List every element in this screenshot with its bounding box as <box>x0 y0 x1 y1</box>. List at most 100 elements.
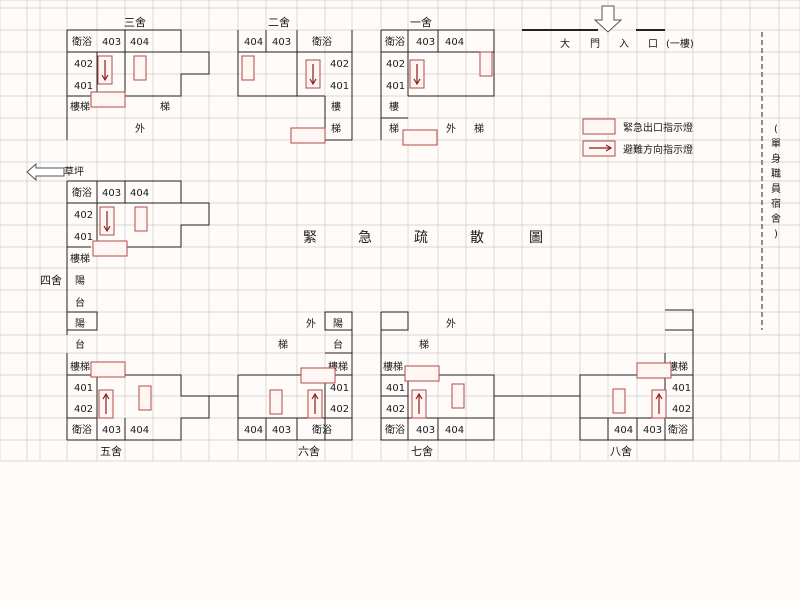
entrance: 大 門 入 口 (一樓) <box>522 5 694 50</box>
legend-exit-swatch <box>582 118 616 135</box>
left-arrow-icon <box>26 162 65 182</box>
room-402: 402 <box>330 59 349 70</box>
balcony-tai: 台 <box>333 338 343 351</box>
bath-label: 衛浴 <box>312 423 332 436</box>
room-404: 404 <box>244 37 263 48</box>
entrance-label-d: 口 <box>648 39 658 50</box>
bath-label: 衛浴 <box>385 423 405 436</box>
exit-sign <box>300 367 336 384</box>
room-402: 402 <box>386 404 405 415</box>
room-401: 401 <box>74 383 93 394</box>
entrance-label-e: (一樓) <box>666 37 694 50</box>
dorm-label-char: 舍 <box>771 212 781 225</box>
room-403: 403 <box>416 37 435 48</box>
room-403: 403 <box>272 37 291 48</box>
dorm-label-char: ( <box>774 124 778 135</box>
dorm-label-char: 員 <box>771 183 781 195</box>
direction-arrow-up <box>411 389 427 419</box>
direction-arrow-down <box>99 206 115 236</box>
building-7: 外 梯 樓梯 401 402 衛浴 403 404 七舍 <box>380 311 522 458</box>
exit-sign <box>138 385 152 411</box>
room-401: 401 <box>386 81 405 92</box>
room-401: 401 <box>330 81 349 92</box>
building-2-label: 二舍 <box>268 15 290 29</box>
exit-sign <box>404 365 440 382</box>
stair-ti-label: 梯 <box>331 122 341 135</box>
balcony-tai: 台 <box>75 296 85 309</box>
balcony-yang: 陽 <box>75 318 85 330</box>
room-403: 403 <box>416 425 435 436</box>
legend-exit-label: 緊急出口指示燈 <box>623 121 693 134</box>
balcony-yang: 陽 <box>75 275 85 287</box>
exit-sign <box>290 127 326 144</box>
exit-sign <box>451 383 465 409</box>
title-char: 急 <box>358 230 372 246</box>
room-404: 404 <box>130 425 149 436</box>
lawn-label: 草坪 <box>64 165 84 178</box>
building-6-label: 六舍 <box>298 444 320 458</box>
room-403: 403 <box>102 425 121 436</box>
stair-lou-label: 樓 <box>331 100 341 113</box>
stair-ti-label: 梯 <box>419 338 429 351</box>
room-402: 402 <box>386 59 405 70</box>
building-4: 衛浴 403 404 402 401 樓梯 四舍 陽 台 <box>40 180 210 335</box>
room-401: 401 <box>672 383 691 394</box>
exit-sign <box>133 55 147 81</box>
room-404: 404 <box>244 425 263 436</box>
dorm-label-char: 單 <box>771 138 781 150</box>
room-402: 402 <box>672 404 691 415</box>
room-402: 402 <box>74 404 93 415</box>
exit-sign <box>402 129 438 146</box>
room-401: 401 <box>330 383 349 394</box>
room-404: 404 <box>445 37 464 48</box>
exit-sign <box>90 91 126 108</box>
room-403: 403 <box>102 188 121 199</box>
direction-arrow-down <box>305 59 321 89</box>
entrance-arrow-icon <box>593 5 623 33</box>
stair-lou-label: 樓 <box>389 100 399 113</box>
bath-label: 衛浴 <box>385 35 405 48</box>
building-3-label: 三舍 <box>124 15 146 29</box>
stair-label: 樓梯 <box>70 252 90 265</box>
stair-ti-label: 梯 <box>160 100 170 113</box>
room-401: 401 <box>386 383 405 394</box>
room-403: 403 <box>643 425 662 436</box>
direction-arrow-up <box>651 389 667 419</box>
direction-arrow-down <box>409 59 425 89</box>
outside-label: 外 <box>446 318 456 330</box>
entrance-label-b: 門 <box>590 38 600 50</box>
stair-ti-label: 梯 <box>389 122 399 135</box>
room-403: 403 <box>102 37 121 48</box>
room-404: 404 <box>130 188 149 199</box>
exit-sign <box>134 206 148 232</box>
bath-label: 衛浴 <box>72 186 92 199</box>
building-3: 三舍 衛浴 403 404 402 401 樓梯 梯 外 <box>66 15 210 140</box>
exit-sign <box>90 361 126 378</box>
bath-label: 衛浴 <box>72 35 92 48</box>
exit-sign <box>269 389 283 415</box>
room-403: 403 <box>272 425 291 436</box>
dorm-label-char: 身 <box>771 152 781 165</box>
room-404: 404 <box>445 425 464 436</box>
exit-sign <box>92 240 128 257</box>
room-401: 401 <box>74 81 93 92</box>
stair-label: 樓梯 <box>668 360 688 373</box>
building-1: 一舍 衛浴 403 404 402 401 樓 梯 外 梯 <box>380 15 495 146</box>
bath-label: 衛浴 <box>668 423 688 436</box>
room-402: 402 <box>330 404 349 415</box>
outside-label: 外 <box>446 123 456 135</box>
balcony-yang: 陽 <box>333 318 343 330</box>
page-title: 緊急疏散圖 <box>303 230 543 246</box>
exit-sign <box>241 55 255 81</box>
title-char: 圖 <box>529 230 543 246</box>
room-401: 401 <box>74 232 93 243</box>
bath-label: 衛浴 <box>72 423 92 436</box>
building-8-label: 八舍 <box>610 444 632 458</box>
room-404: 404 <box>130 37 149 48</box>
exit-sign <box>636 362 672 379</box>
direction-arrow-up <box>307 389 323 419</box>
balcony-tai: 台 <box>75 338 85 351</box>
stair-label: 樓梯 <box>70 360 90 373</box>
